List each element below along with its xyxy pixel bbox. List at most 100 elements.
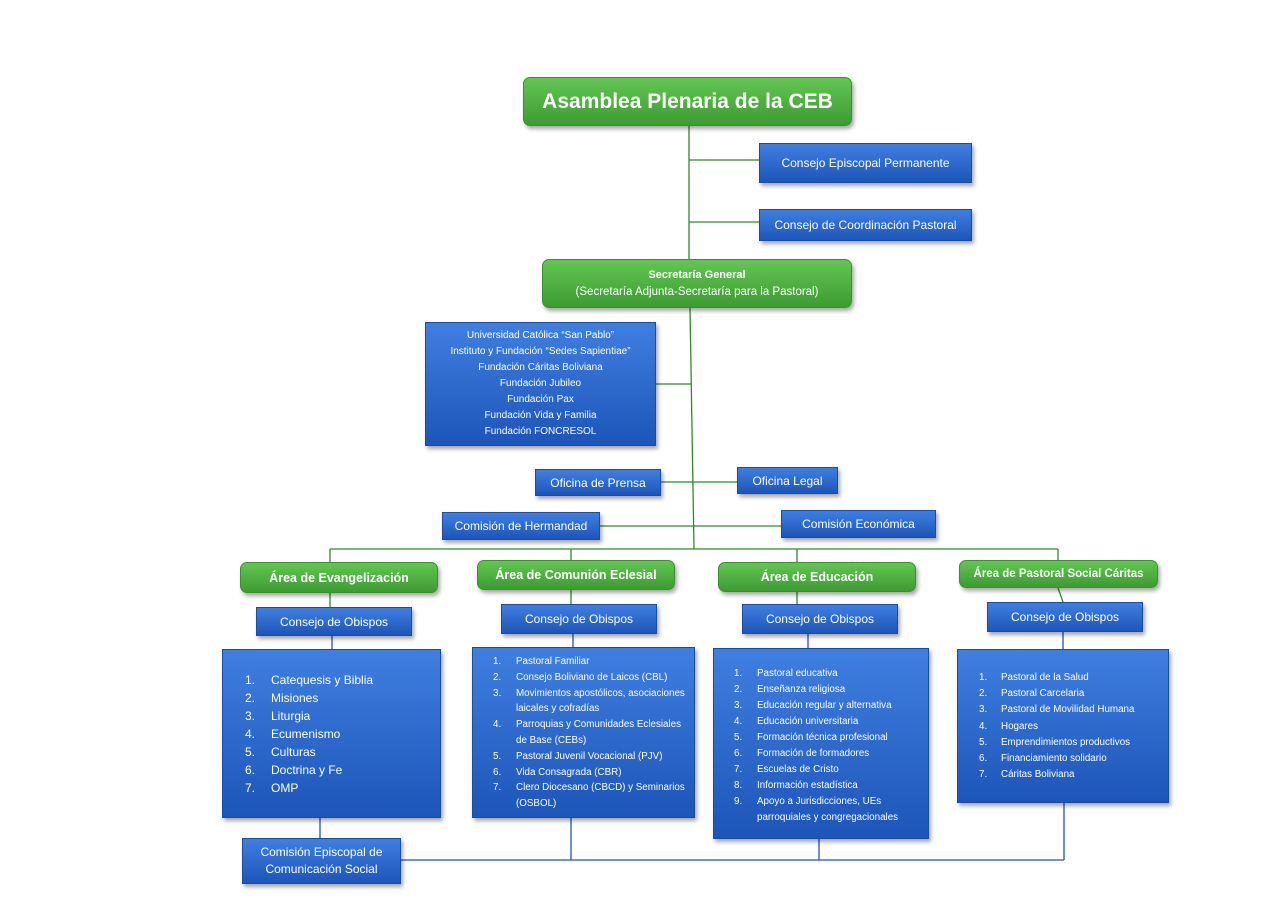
area-educacion-title: Área de Educación bbox=[760, 570, 874, 584]
list-item: 5. Emprendimientos productivos bbox=[979, 735, 1162, 751]
list-item: 4.Educación universitaria bbox=[734, 714, 922, 730]
list-item-number: 7. bbox=[734, 764, 743, 775]
consejo-obispos-label: Consejo de Obispos bbox=[524, 612, 634, 626]
list-item-text: Pastoral Carcelaria bbox=[1001, 688, 1085, 700]
list-item-text: Pastoral educativa bbox=[757, 668, 838, 679]
list-item-number: 5. bbox=[493, 750, 502, 762]
list-item-number: 2. bbox=[493, 671, 502, 683]
institucion-item: Instituto y Fundación “Sedes Sapientiae” bbox=[450, 346, 631, 357]
list-item: 7.OMP bbox=[245, 779, 440, 797]
area-pastoral-social-caritas-list: 1.Pastoral de la Salud 2. Pastoral Carcel… bbox=[957, 649, 1169, 803]
secretaria-general-title: Secretaría General bbox=[648, 268, 746, 281]
list-item: 2. Pastoral Carcelaria bbox=[979, 686, 1162, 702]
consejo-obispos-educacion[interactable]: Consejo de Obispos bbox=[742, 604, 898, 634]
list-item-number: 7. bbox=[979, 769, 988, 781]
oficina-legal-box[interactable]: Oficina Legal bbox=[737, 467, 838, 494]
list-item-text: Ecumenismo bbox=[271, 727, 341, 741]
institucion-item: Fundación Pax bbox=[507, 394, 574, 405]
list-item: 3. Movimientos apostólicos, asociaciones … bbox=[493, 686, 688, 718]
area-comunion-eclesial-list: 1. Pastoral Familiar 2. Consejo Boliviano … bbox=[472, 647, 695, 818]
area-educacion-box[interactable]: Área de Educación bbox=[718, 562, 916, 592]
list-item: 1. Pastoral educativa bbox=[734, 666, 922, 682]
list-item-text: Pastoral Familiar bbox=[516, 656, 590, 667]
connector-area-4-down bbox=[1057, 587, 1064, 603]
list-item-text: Pastoral de Movilidad Humana bbox=[1001, 704, 1135, 716]
list-item: 2.Misiones bbox=[245, 689, 440, 707]
consejo-episcopal-permanente-label: Consejo Episcopal Permanente bbox=[781, 156, 950, 170]
list-item-number: 3. bbox=[734, 700, 743, 711]
area-evangelizacion-box[interactable]: Área de Evangelización bbox=[240, 562, 438, 593]
list-item-number: 3. bbox=[493, 687, 502, 699]
list-item-number: 5. bbox=[979, 736, 988, 748]
comision-hermandad-label: Comisión de Hermandad bbox=[454, 519, 588, 533]
comision-economica-box[interactable]: Comisión Económica bbox=[781, 510, 936, 538]
connector-trunk-main bbox=[689, 307, 695, 550]
consejo-obispos-comunion[interactable]: Consejo de Obispos bbox=[501, 604, 657, 634]
area-pastoral-social-caritas-box[interactable]: Área de Pastoral Social Cáritas bbox=[959, 560, 1158, 588]
secretaria-general-subtitle: (Secretaría Adjunta-Secretaría para la P… bbox=[575, 285, 819, 298]
list-item: 7.Clero Diocesano (CBCD) y Seminarios (O… bbox=[493, 780, 688, 812]
list-item-text: Formación de formadores bbox=[757, 748, 870, 759]
consejo-obispos-evangelizacion[interactable]: Consejo de Obispos bbox=[256, 607, 412, 636]
list-item-number: 4. bbox=[979, 720, 988, 732]
asamblea-plenaria-title: Asamblea Plenaria de la CEB bbox=[542, 89, 833, 113]
list-item: 6.Financiamiento solidario bbox=[979, 751, 1162, 767]
comision-comunicacion-social-box[interactable]: Comisión Episcopal de Comunicación Socia… bbox=[242, 838, 401, 884]
list-item-number: 2. bbox=[979, 688, 988, 700]
oficina-legal-label: Oficina Legal bbox=[752, 473, 823, 488]
list-item-number: 4. bbox=[734, 716, 743, 727]
list-item-text: Clero Diocesano (CBCD) y Seminarios (OSB… bbox=[516, 782, 685, 810]
oficina-prensa-box[interactable]: Oficina de Prensa bbox=[535, 469, 661, 496]
consejo-obispos-label: Consejo de Obispos bbox=[765, 612, 875, 626]
area-pastoral-social-caritas-title: Área de Pastoral Social Cáritas bbox=[973, 568, 1144, 580]
list-item-number: 6. bbox=[245, 763, 256, 777]
consejo-episcopal-permanente-box[interactable]: Consejo Episcopal Permanente bbox=[759, 143, 972, 183]
list-item: 1.Pastoral de la Salud bbox=[979, 670, 1162, 686]
list-item: 4.Parroquias y Comunidades Eclesiales de… bbox=[493, 717, 688, 749]
list-item-text: Enseñanza religiosa bbox=[757, 684, 846, 695]
list-item-text: Catequesis y Biblia bbox=[271, 673, 374, 687]
list-item-text: Pastoral de la Salud bbox=[1001, 672, 1089, 683]
institucion-item: Fundación Jubileo bbox=[499, 378, 582, 389]
area-comunion-eclesial-box[interactable]: Área de Comunión Eclesial bbox=[477, 560, 675, 590]
list-item-number: 7. bbox=[245, 781, 256, 795]
list-item-text: Consejo Boliviano de Laicos (CBL) bbox=[516, 671, 668, 683]
list-item-text: Liturgia bbox=[271, 709, 311, 723]
list-item: 4.Hogares bbox=[979, 719, 1162, 735]
list-item-number: 8. bbox=[734, 780, 743, 791]
list-item-number: 6. bbox=[734, 748, 743, 759]
list-item-text: Educación regular y alternativa bbox=[757, 700, 892, 711]
list-item: 3.Liturgia bbox=[245, 707, 440, 725]
list-item: 1.Catequesis y Biblia bbox=[245, 671, 440, 689]
comision-hermandad-box[interactable]: Comisión de Hermandad bbox=[442, 512, 600, 540]
list-item-number: 1. bbox=[493, 656, 502, 667]
list-item-text: Apoyo a Jurisdicciones, UEs parroquiales… bbox=[757, 796, 899, 823]
list-item-number: 5. bbox=[245, 745, 256, 759]
asamblea-plenaria-box[interactable]: Asamblea Plenaria de la CEB bbox=[523, 77, 852, 126]
list-item-number: 5. bbox=[734, 732, 743, 743]
comision-economica-label: Comisión Económica bbox=[802, 517, 915, 531]
list-item-text: Formación técnica profesional bbox=[757, 732, 888, 743]
list-item-number: 1. bbox=[734, 668, 743, 679]
list-item-text: Financiamiento solidario bbox=[1001, 753, 1107, 765]
list-item: 6. Formación de formadores bbox=[734, 746, 922, 762]
list-item: 7.Cáritas Boliviana bbox=[979, 767, 1162, 783]
list-item-text: Movimientos apostólicos, asociaciones la… bbox=[516, 687, 685, 715]
institucion-item: Fundación Vida y Familia bbox=[484, 410, 597, 421]
list-item-text: Emprendimientos productivos bbox=[1001, 736, 1131, 748]
area-evangelizacion-list: 1.Catequesis y Biblia 2.Misiones 3.Litur… bbox=[222, 649, 441, 818]
area-educacion-list: 1.Pastoral educativa 2.Enseñanza religio… bbox=[713, 648, 929, 839]
list-item-number: 6. bbox=[493, 766, 502, 778]
list-item-number: 4. bbox=[245, 727, 256, 741]
consejo-coordinacion-pastoral-box[interactable]: Consejo de Coordinación Pastoral bbox=[759, 209, 972, 241]
area-comunion-eclesial-title: Área de Comunión Eclesial bbox=[495, 568, 657, 582]
institucion-item: Fundación Cáritas Boliviana bbox=[478, 362, 603, 373]
consejo-obispos-pastoral-social[interactable]: Consejo de Obispos bbox=[987, 602, 1143, 632]
list-item: 9.Apoyo a Jurisdicciones, UEs parroquial… bbox=[734, 794, 922, 826]
consejo-obispos-label: Consejo de Obispos bbox=[1010, 610, 1120, 624]
list-item-text: Vida Consagrada (CBR) bbox=[516, 766, 622, 778]
secretaria-general-box[interactable]: Secretaría General (Secretaría Adjunta-S… bbox=[542, 259, 852, 308]
institucion-item: Fundación FONCRESOL bbox=[484, 426, 597, 437]
instituciones-box[interactable]: Universidad Católica “San Pablo” Institu… bbox=[425, 322, 656, 446]
